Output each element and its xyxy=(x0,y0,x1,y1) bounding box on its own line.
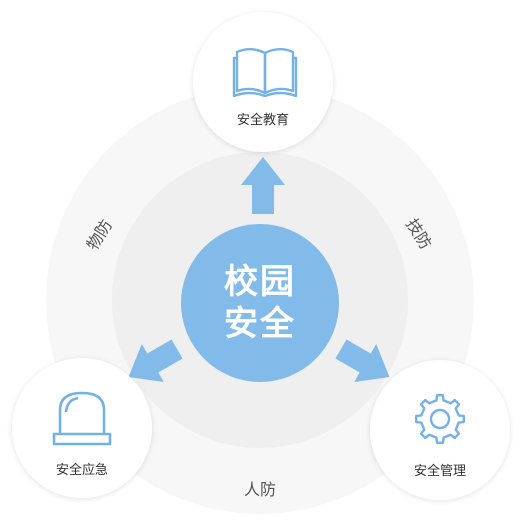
gear-icon xyxy=(414,393,466,445)
arrow-down-left xyxy=(128,339,183,383)
ring-label-bottom: 人防 xyxy=(244,480,277,499)
center-title-line2: 安全 xyxy=(224,304,296,344)
node-left-circle xyxy=(12,358,152,498)
node-right-circle xyxy=(370,360,510,500)
book-icon xyxy=(232,48,298,98)
center-circle xyxy=(181,224,339,382)
alarm-light-icon xyxy=(52,391,112,446)
node-top-circle xyxy=(193,12,333,152)
node-left-label: 安全应急 xyxy=(55,463,108,478)
center-title-line1: 校园 xyxy=(224,262,296,302)
arrow-down-right xyxy=(335,339,390,383)
center-title: 校园 安全 xyxy=(181,224,339,382)
node-top-label: 安全教育 xyxy=(236,113,289,128)
arrow-up xyxy=(241,157,285,214)
node-right-label: 安全管理 xyxy=(413,464,466,479)
